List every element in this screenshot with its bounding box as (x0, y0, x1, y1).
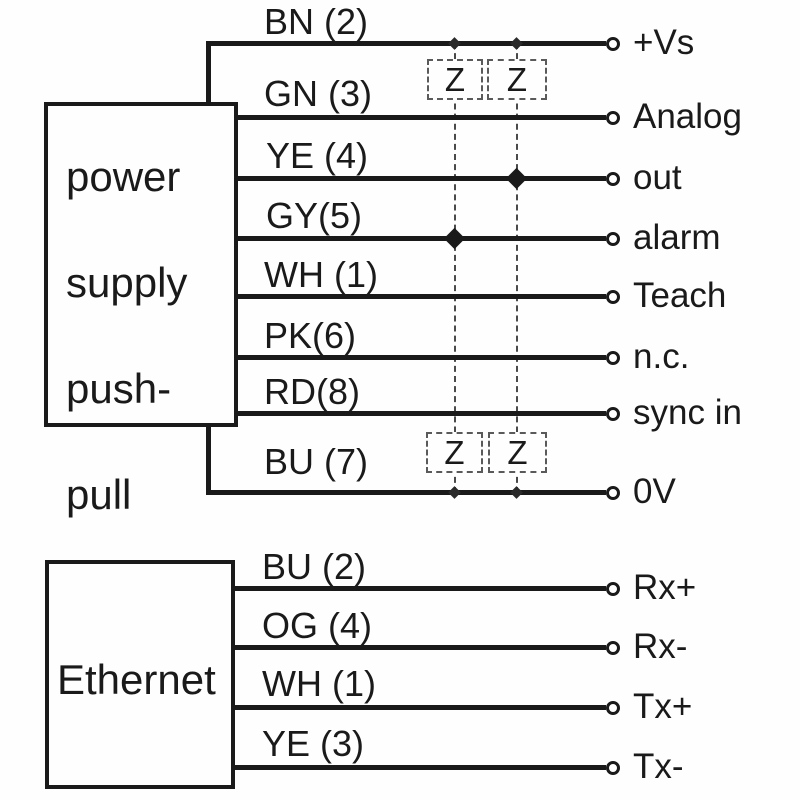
wire-ye (235, 176, 606, 181)
terminal-label-out: out (633, 158, 682, 197)
terminal-label-txp: Tx+ (633, 687, 693, 726)
terminal-alarm (606, 232, 620, 246)
wire-rd (235, 411, 606, 416)
wire-eth-ye (233, 765, 606, 770)
z-symbol: Z (506, 60, 528, 98)
wire-label-eth-bu: BU (2) (262, 546, 367, 587)
power-supply-line-2: supply (66, 259, 188, 306)
terminal-label-vs: +Vs (633, 23, 695, 62)
power-supply-box-label: power supply push- pull (66, 150, 187, 521)
wire-eth-bu (233, 586, 606, 591)
ethernet-label-text: Ethernet (57, 656, 216, 703)
terminal-label-syncin: sync in (633, 393, 742, 432)
junction-alarm-line (443, 227, 466, 250)
terminal-rxp (606, 582, 620, 596)
z-symbol: Z (444, 433, 465, 471)
suppressor-line-1 (454, 43, 456, 493)
wire-label-ye: YE (4) (266, 135, 369, 176)
terminal-out (606, 172, 620, 186)
wire-pk (235, 355, 606, 360)
terminal-0v (606, 486, 620, 500)
terminal-label-analog: Analog (633, 97, 742, 136)
suppressor-z-box-bottom-2: Z (488, 432, 547, 473)
wire-gn (235, 115, 606, 120)
terminal-rxm (606, 641, 620, 655)
terminal-syncin (606, 407, 620, 421)
power-supply-line-4: pull (66, 471, 132, 518)
suppressor-z-box-top-2: Z (487, 59, 547, 100)
tap-vs-2 (510, 37, 523, 50)
terminal-label-txm: Tx- (633, 747, 684, 786)
wire-eth-og (233, 645, 606, 650)
z-symbol: Z (444, 60, 466, 98)
wire-eth-wh (233, 705, 606, 710)
terminal-txp (606, 701, 620, 715)
wire-label-eth-og: OG (4) (262, 605, 373, 646)
terminal-analog (606, 111, 620, 125)
wire-label-gy: GY(5) (266, 195, 363, 236)
wire-label-gn: GN (3) (264, 73, 372, 114)
wire-label-wh: WH (1) (264, 254, 378, 295)
wire-label-pk: PK(6) (264, 315, 357, 356)
ethernet-box-label: Ethernet (57, 653, 216, 706)
wire-label-rd: RD(8) (264, 371, 360, 412)
wire-wh (235, 294, 606, 299)
terminal-label-rxp: Rx+ (633, 568, 697, 607)
z-symbol: Z (507, 433, 528, 471)
ethernet-box (45, 560, 235, 789)
wire-label-bu: BU (7) (264, 441, 369, 482)
wire-label-eth-wh: WH (1) (262, 663, 376, 704)
suppressor-z-box-bottom-1: Z (426, 432, 483, 473)
wire-bu (206, 490, 606, 495)
power-supply-line-3: push- (66, 365, 172, 412)
terminal-vs (606, 37, 620, 51)
terminal-nc (606, 351, 620, 365)
power-supply-box (44, 102, 238, 427)
bn-wire-riser (206, 41, 211, 106)
suppressor-z-box-top-1: Z (427, 59, 483, 100)
power-supply-line-1: power (66, 153, 181, 200)
wire-bn (206, 41, 606, 46)
terminal-teach (606, 290, 620, 304)
wire-label-bn: BN (2) (264, 1, 369, 42)
wire-gy (235, 236, 606, 241)
tap-0v-2 (510, 486, 523, 499)
suppressor-line-2 (516, 43, 518, 493)
terminal-label-alarm: alarm (633, 218, 721, 257)
junction-out-line (505, 167, 528, 190)
terminal-txm (606, 761, 620, 775)
wire-label-eth-ye: YE (3) (262, 723, 365, 764)
terminal-label-rxm: Rx- (633, 627, 688, 666)
bu-wire-riser (206, 423, 211, 494)
terminal-label-teach: Teach (633, 276, 727, 315)
tap-0v-1 (448, 486, 461, 499)
terminal-label-nc: n.c. (633, 337, 690, 376)
tap-vs-1 (448, 37, 461, 50)
terminal-label-0v: 0V (633, 472, 676, 511)
